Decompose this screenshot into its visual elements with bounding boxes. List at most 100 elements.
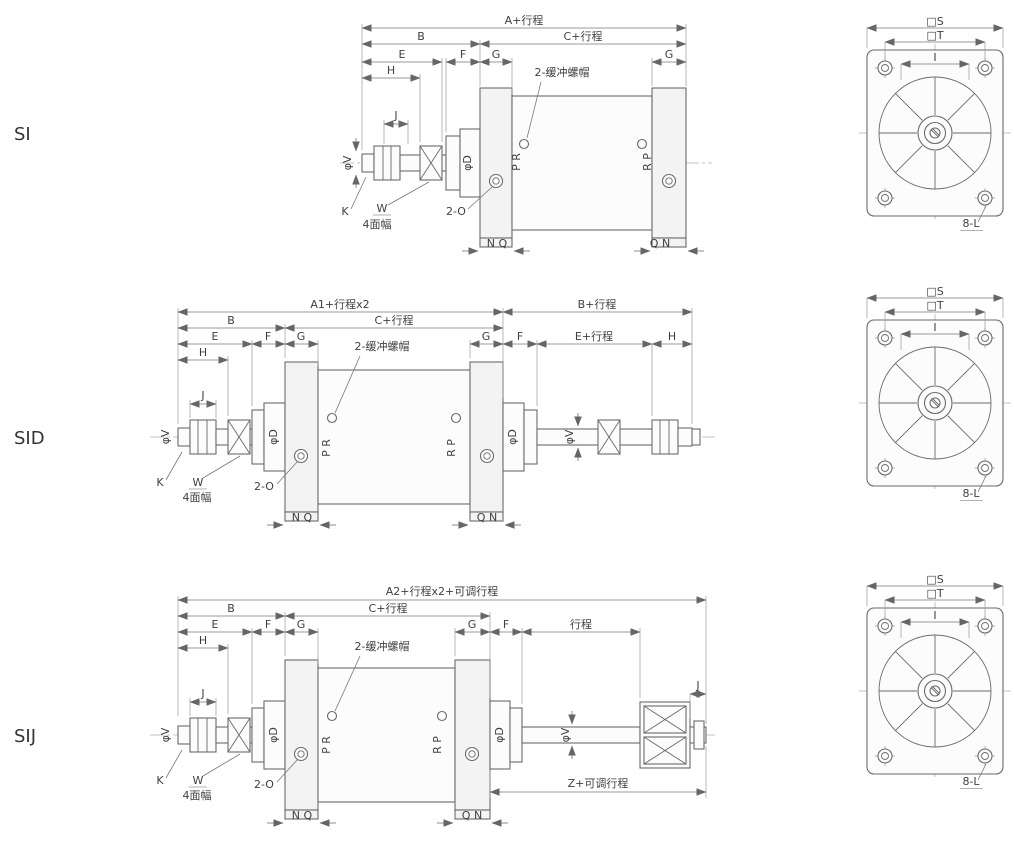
- flats-note: 4面幅: [363, 218, 392, 231]
- cushion-screw: [326, 710, 338, 722]
- flats-note: 4面幅: [183, 491, 212, 504]
- front-cover: [479, 87, 513, 239]
- rod-nut: [189, 717, 217, 753]
- bore-diameter-label-left: φD: [267, 429, 280, 445]
- dim-j-left: J: [200, 687, 204, 700]
- cylinder-tube: [511, 95, 653, 231]
- port-position-label-right: R P: [641, 153, 654, 171]
- si-side-view: A+行程 B C+行程 E F G G H J 2-缓冲螺帽 φV φD P R…: [340, 14, 712, 255]
- dim-h-left: H: [199, 346, 207, 359]
- port: [464, 746, 480, 762]
- dim-b: B: [227, 602, 235, 615]
- dim-b: B: [417, 30, 425, 43]
- port-position-label-left: P R: [510, 153, 523, 171]
- dim-c: C+行程: [369, 602, 408, 615]
- rod-nut: [189, 419, 217, 455]
- cushion-screw: [436, 710, 448, 722]
- cushion-nut-callout: 2-缓冲螺帽: [355, 339, 410, 353]
- dim-nq-left: N Q: [487, 237, 508, 250]
- dim-c: C+行程: [564, 30, 603, 43]
- dim-b: B: [227, 314, 235, 327]
- dim-nq-left: N Q: [292, 809, 313, 822]
- cushion-screw: [450, 412, 462, 424]
- rod-boss: [251, 409, 265, 465]
- rod-diameter-label-left: φV: [159, 429, 172, 444]
- piston-rod: [521, 726, 641, 744]
- rod-nut: [651, 419, 679, 455]
- dim-j: J: [200, 389, 204, 402]
- dim-b-right: B+行程: [578, 298, 617, 311]
- cushion-nut-callout: 2-缓冲螺帽: [535, 65, 590, 79]
- front-cover: [284, 361, 319, 513]
- port: [293, 448, 309, 464]
- rear-cover: [651, 87, 687, 239]
- rod-thread: [677, 427, 693, 447]
- rod-nut: [373, 145, 401, 181]
- dim-nq-left: N Q: [292, 511, 313, 524]
- rod-thread: [177, 427, 191, 447]
- dim-h: H: [387, 64, 395, 77]
- si-end-view: [859, 15, 1011, 231]
- flats-note: 4面幅: [183, 789, 212, 802]
- cushion-screw: [326, 412, 338, 424]
- bore-diameter-label-right: φD: [506, 429, 519, 445]
- cushion-screw: [518, 138, 530, 150]
- flats-dim-label: W: [193, 774, 204, 787]
- variant-label-sid: SID: [14, 428, 45, 449]
- dim-g-left: G: [297, 330, 306, 343]
- port-position-label-right: R P: [445, 439, 458, 457]
- port: [479, 448, 495, 464]
- dim-stroke: 行程: [570, 618, 592, 631]
- dim-overall: A1+行程x2: [310, 298, 369, 311]
- dim-f: F: [460, 48, 466, 61]
- cushion-nut-callout: 2-缓冲螺帽: [355, 639, 410, 653]
- rod-boss: [251, 707, 265, 763]
- flats-dim-label: W: [377, 202, 388, 215]
- cylinder-tube: [317, 667, 456, 803]
- dim-h: H: [199, 634, 207, 647]
- rod-diameter-label-left: φV: [159, 727, 172, 742]
- port-callout: 2-O: [254, 480, 274, 493]
- sid-end-view: [859, 285, 1011, 501]
- rod-diameter-label: φV: [341, 155, 354, 170]
- dim-g-right: G: [665, 48, 674, 61]
- sij-end-view: [859, 573, 1011, 789]
- port-callout: 2-O: [254, 778, 274, 791]
- rod-diameter-label-right: φV: [563, 429, 576, 444]
- dim-nq-right: Q N: [477, 511, 497, 524]
- rod-boss: [445, 135, 461, 191]
- dim-e: E: [212, 618, 219, 631]
- sid-side-view: A1+行程x2 B+行程 B C+行程 E F G G F E+行程 H H J…: [150, 298, 715, 529]
- flats-dim-label: W: [193, 476, 204, 489]
- dim-e2: E+行程: [575, 330, 613, 343]
- dim-e: E: [212, 330, 219, 343]
- rod-thread: [361, 153, 375, 173]
- cylinder-tube: [317, 369, 471, 505]
- dim-f2: F: [503, 618, 509, 631]
- rod-diameter-label-right: φV: [559, 727, 572, 742]
- adjuster-nut: [693, 720, 705, 750]
- dim-j: J: [393, 109, 397, 122]
- dim-nq-right: Q N: [462, 809, 482, 822]
- dim-g-left: G: [297, 618, 306, 631]
- rear-cover: [454, 659, 491, 811]
- dim-e: E: [399, 48, 406, 61]
- rear-cover: [469, 361, 504, 513]
- thread-callout: K: [341, 205, 349, 218]
- bore-diameter-label-left: φD: [267, 727, 280, 743]
- dim-g-right: G: [482, 330, 491, 343]
- port-position-label-left: P R: [320, 736, 333, 754]
- rod-thread: [177, 725, 191, 745]
- dim-h-right: H: [668, 330, 676, 343]
- dim-c: C+行程: [375, 314, 414, 327]
- sij-side-view: A2+行程x2+可调行程 B C+行程 E F G G F 行程 H J J Z…: [150, 585, 715, 827]
- port: [293, 746, 309, 762]
- dim-f: F: [265, 330, 271, 343]
- dim-overall: A2+行程x2+可调行程: [386, 585, 498, 598]
- port-callout: 2-O: [446, 205, 466, 218]
- bore-diameter-label-right: φD: [493, 727, 506, 743]
- dim-overall: A+行程: [505, 14, 544, 27]
- port-position-label-right: R P: [431, 736, 444, 754]
